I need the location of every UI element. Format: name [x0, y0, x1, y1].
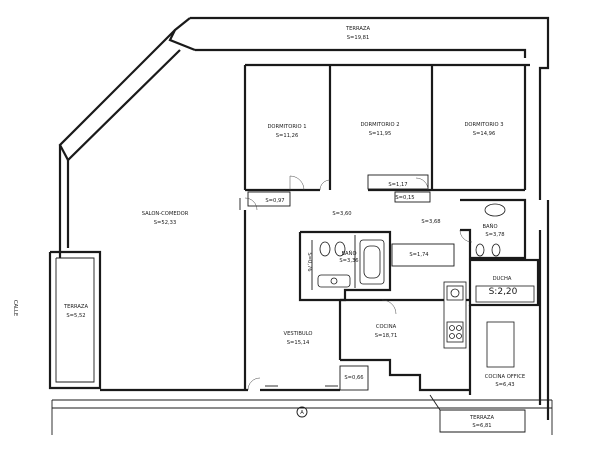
area-label: S=3,60 — [332, 211, 351, 217]
room-name: COCINA OFFICE — [485, 374, 525, 380]
bath2-fixtures — [475, 203, 535, 303]
area-label: S=0,97 — [265, 198, 284, 204]
room-area: S=11,95 — [369, 131, 392, 137]
area-label: S=0,76 — [306, 252, 312, 271]
area-label: S=3,68 — [421, 219, 440, 225]
room-area-handwritten: S:2,20 — [489, 287, 518, 297]
area-label: S=1,74 — [409, 252, 429, 258]
street-label: CALLE — [12, 300, 18, 316]
room-area: S=5,52 — [66, 313, 85, 319]
entrance-marker-icon — [296, 406, 308, 418]
room-area: S=14,96 — [473, 131, 496, 137]
kitchen-fixtures — [443, 281, 515, 368]
room-name: TERRAZA — [345, 26, 371, 32]
street-and-entrance: CALLE A — [12, 300, 308, 418]
room-name: TERRAZA — [63, 304, 89, 310]
room-name: DORMITORIO 3 — [464, 122, 503, 128]
room-name: BAÑO — [482, 223, 497, 230]
room-area: S=18,71 — [375, 333, 398, 339]
office-table-icon — [486, 321, 515, 368]
room-area: S=6,81 — [472, 423, 491, 429]
door-swings — [244, 175, 473, 391]
room-name: DUCHA — [493, 276, 512, 282]
room-name: BAÑO — [341, 250, 356, 257]
area-label: S=1,17 — [388, 182, 407, 188]
cooktop-icon — [446, 321, 464, 343]
room-area: S=19,81 — [347, 35, 370, 41]
room-area: S=3,36 — [339, 258, 358, 264]
room-name: SALON-COMEDOR — [142, 211, 189, 217]
toilet-icon — [475, 243, 485, 257]
room-area: S=11,26 — [276, 133, 299, 139]
room-area: S=3,78 — [485, 232, 504, 238]
room-name: COCINA — [376, 324, 397, 330]
washbasin-icon — [484, 203, 506, 217]
entrance-marker-label: A — [300, 410, 304, 416]
bidet-icon — [491, 243, 501, 257]
shower-tray-icon — [475, 285, 535, 303]
area-label: S=0,66 — [344, 375, 363, 381]
area-label: S=0,15 — [395, 195, 414, 201]
toilet-icon — [319, 241, 331, 257]
room-name: TERRAZA — [469, 415, 495, 421]
room-name: VESTIBULO — [284, 331, 313, 337]
room-area: S=15,14 — [287, 340, 310, 346]
interior-walls — [239, 63, 540, 395]
small-area-labels: S=0,97 S=1,17 S=0,15 S=3,60 S=3,68 S=1,7… — [265, 182, 440, 381]
room-area: S=52,33 — [154, 220, 177, 226]
room-area: S=6,43 — [495, 382, 514, 388]
room-labels: TERRAZA S=19,81 DORMITORIO 1 S=11,26 DOR… — [63, 26, 525, 429]
room-name: DORMITORIO 2 — [360, 122, 399, 128]
bidet-icon — [334, 241, 346, 257]
exterior-walls — [48, 16, 553, 435]
bath1-fixtures — [317, 239, 385, 288]
room-name: DORMITORIO 1 — [267, 124, 306, 130]
